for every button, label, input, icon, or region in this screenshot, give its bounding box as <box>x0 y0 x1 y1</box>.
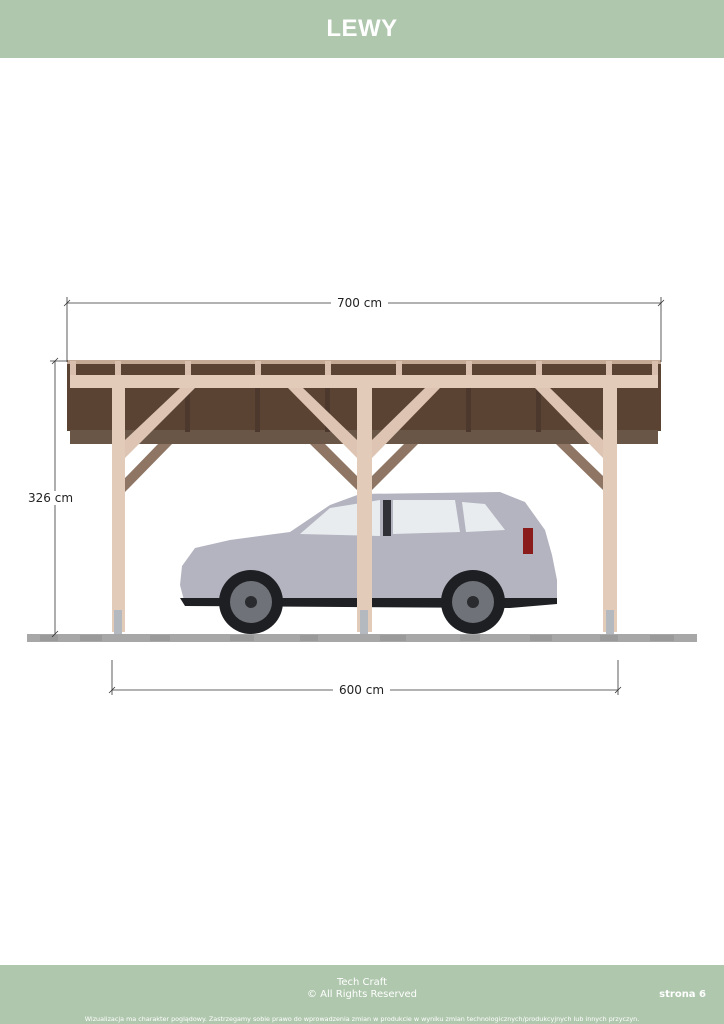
page-title: LEWY <box>326 15 398 42</box>
main-beam <box>70 375 658 388</box>
ground-tiles <box>40 635 674 641</box>
post-center <box>357 388 372 632</box>
dimension-post-spacing-label: 600 cm <box>333 683 391 697</box>
post-right <box>603 388 617 632</box>
post-anchors <box>114 610 614 634</box>
dimension-height-label: 326 cm <box>26 491 76 505</box>
disclaimer: Wizualizacja ma charakter poglądowy. Zas… <box>84 1015 640 1023</box>
roof-top-edge <box>67 360 661 364</box>
roof-inner-posts <box>185 388 541 432</box>
page-header: LEWY <box>0 0 724 58</box>
braces-front <box>125 388 603 458</box>
brand-name: Tech Craft <box>336 977 388 988</box>
page-number: strona 6 <box>659 989 706 1000</box>
ground-strip <box>27 634 697 642</box>
copyright: © All Rights Reserved <box>306 989 418 1000</box>
dimension-width-label: 700 cm <box>331 296 389 310</box>
braces-back <box>125 444 603 492</box>
footer-brand: Tech Craft © All Rights Reserved <box>0 977 724 1001</box>
roof-rafters <box>70 361 658 375</box>
carport-posts <box>112 388 617 632</box>
page-footer: Tech Craft © All Rights Reserved strona … <box>0 965 724 1024</box>
post-left <box>112 388 125 632</box>
